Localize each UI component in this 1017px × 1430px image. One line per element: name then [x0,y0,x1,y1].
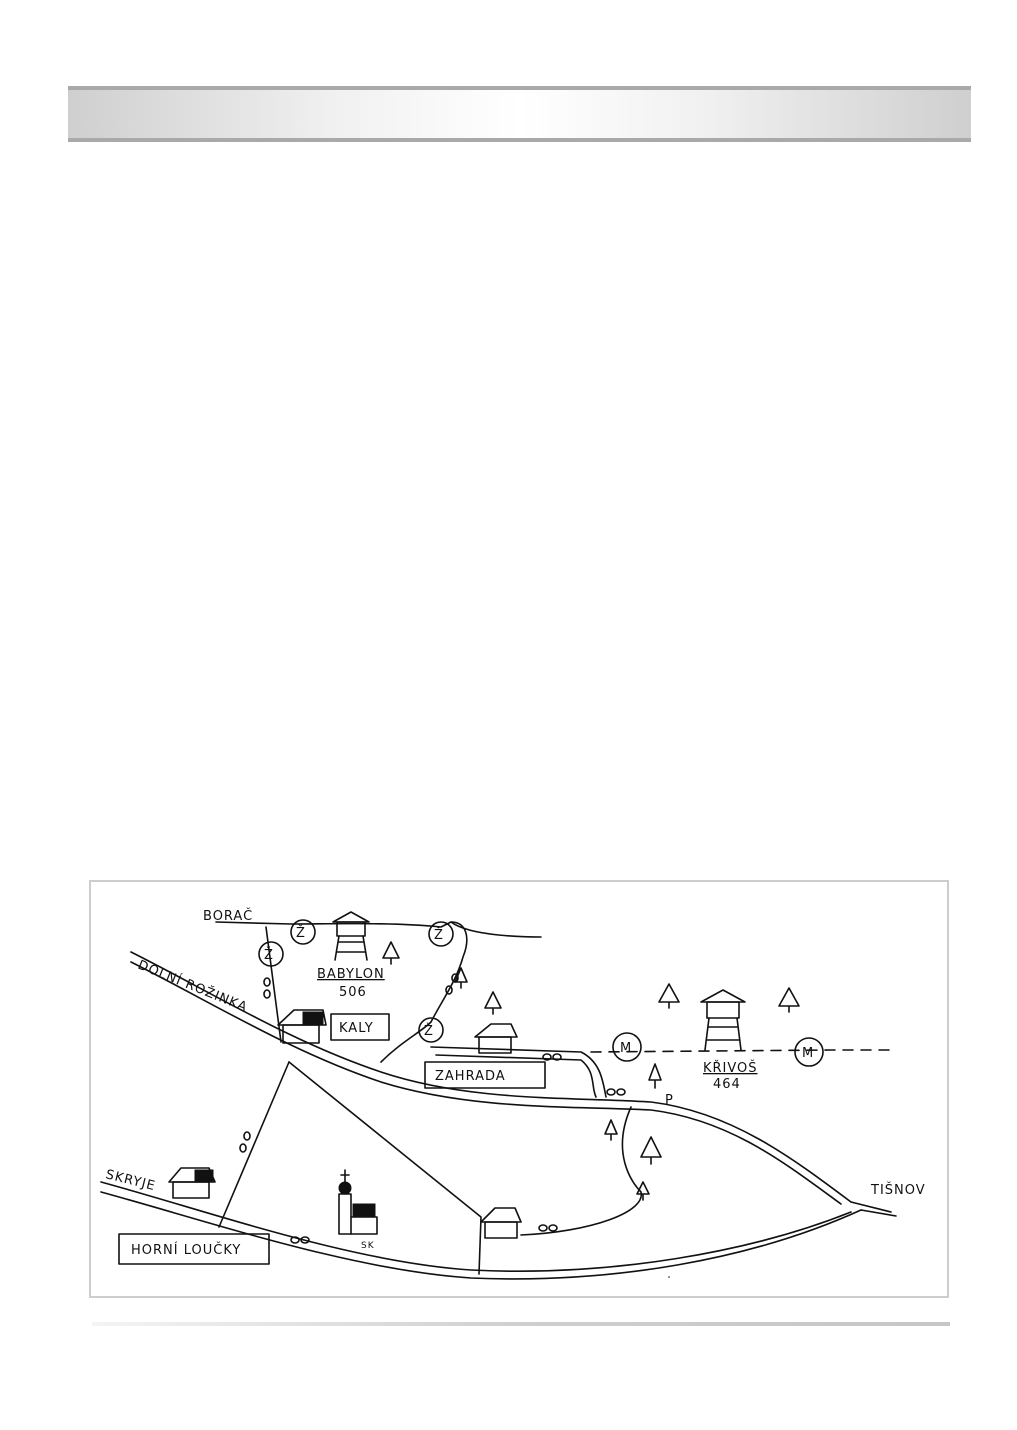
connecting-paths [215,921,642,1275]
label-parking: P [665,1093,674,1108]
label-church-tag: SK [361,1241,375,1251]
trail-marker-z-4 [418,1017,444,1043]
dashed-trail [590,1049,892,1053]
label-kaly: KALY [339,1021,374,1036]
trail-marker-z-2 [258,941,284,967]
label-box-kaly [330,1013,390,1041]
label-box-zahrada [424,1061,546,1089]
trail-marker-m-2 [794,1037,824,1067]
trail-marker-z-1-label: Ž [296,925,306,941]
footer-rule [92,1322,950,1326]
trail-marker-z-3 [428,921,454,947]
label-krivos: KŘIVOŠ [703,1060,758,1076]
footprint-marks [239,973,626,1244]
label-krivos-elevation: 464 [713,1077,741,1092]
south-road [100,1181,897,1280]
header-band [68,86,971,142]
house-icon-skryje [168,1167,216,1199]
trail-marker-z-4-label: Ž [424,1023,434,1039]
lookout-tower-krivos-icon [700,989,746,1051]
house-icon-kaly [277,1009,327,1044]
lookout-tower-babylon-icon [332,911,370,961]
label-zahrada: ZAHRADA [435,1069,506,1084]
trail-marker-z-1 [290,919,316,945]
tree-icons [382,941,800,1278]
trail-marker-z-2-label: Ž [264,947,274,963]
trail-marker-m-1-label: M [620,1041,632,1056]
label-borac: BORAČ [203,908,253,924]
church-icon [338,1169,378,1235]
label-dolni-rozinka: DOLNÍ ROŽINKA [136,957,251,1016]
trail-markers: Ž Ž Ž Ž M M [258,919,824,1067]
trail-marker-z-3-label: Ž [434,927,444,943]
sketch-map-canvas: Ž Ž Ž Ž M M [100,908,926,1280]
label-tisnov: TIŠNOV [870,1182,926,1198]
sketch-map: Ž Ž Ž Ž M M [89,880,949,1298]
trail-marker-m-2-label: M [802,1046,814,1061]
label-horni-loucky: HORNÍ LOUČKY [131,1242,241,1258]
house-icon-south [480,1207,522,1239]
trail-marker-m-1 [612,1032,642,1062]
label-box-horni-loucky [118,1233,270,1265]
main-road [130,951,852,1205]
house-icon-zahrada [474,1023,518,1054]
label-babylon: BABYLON [317,967,385,982]
label-babylon-elevation: 506 [339,985,367,1000]
